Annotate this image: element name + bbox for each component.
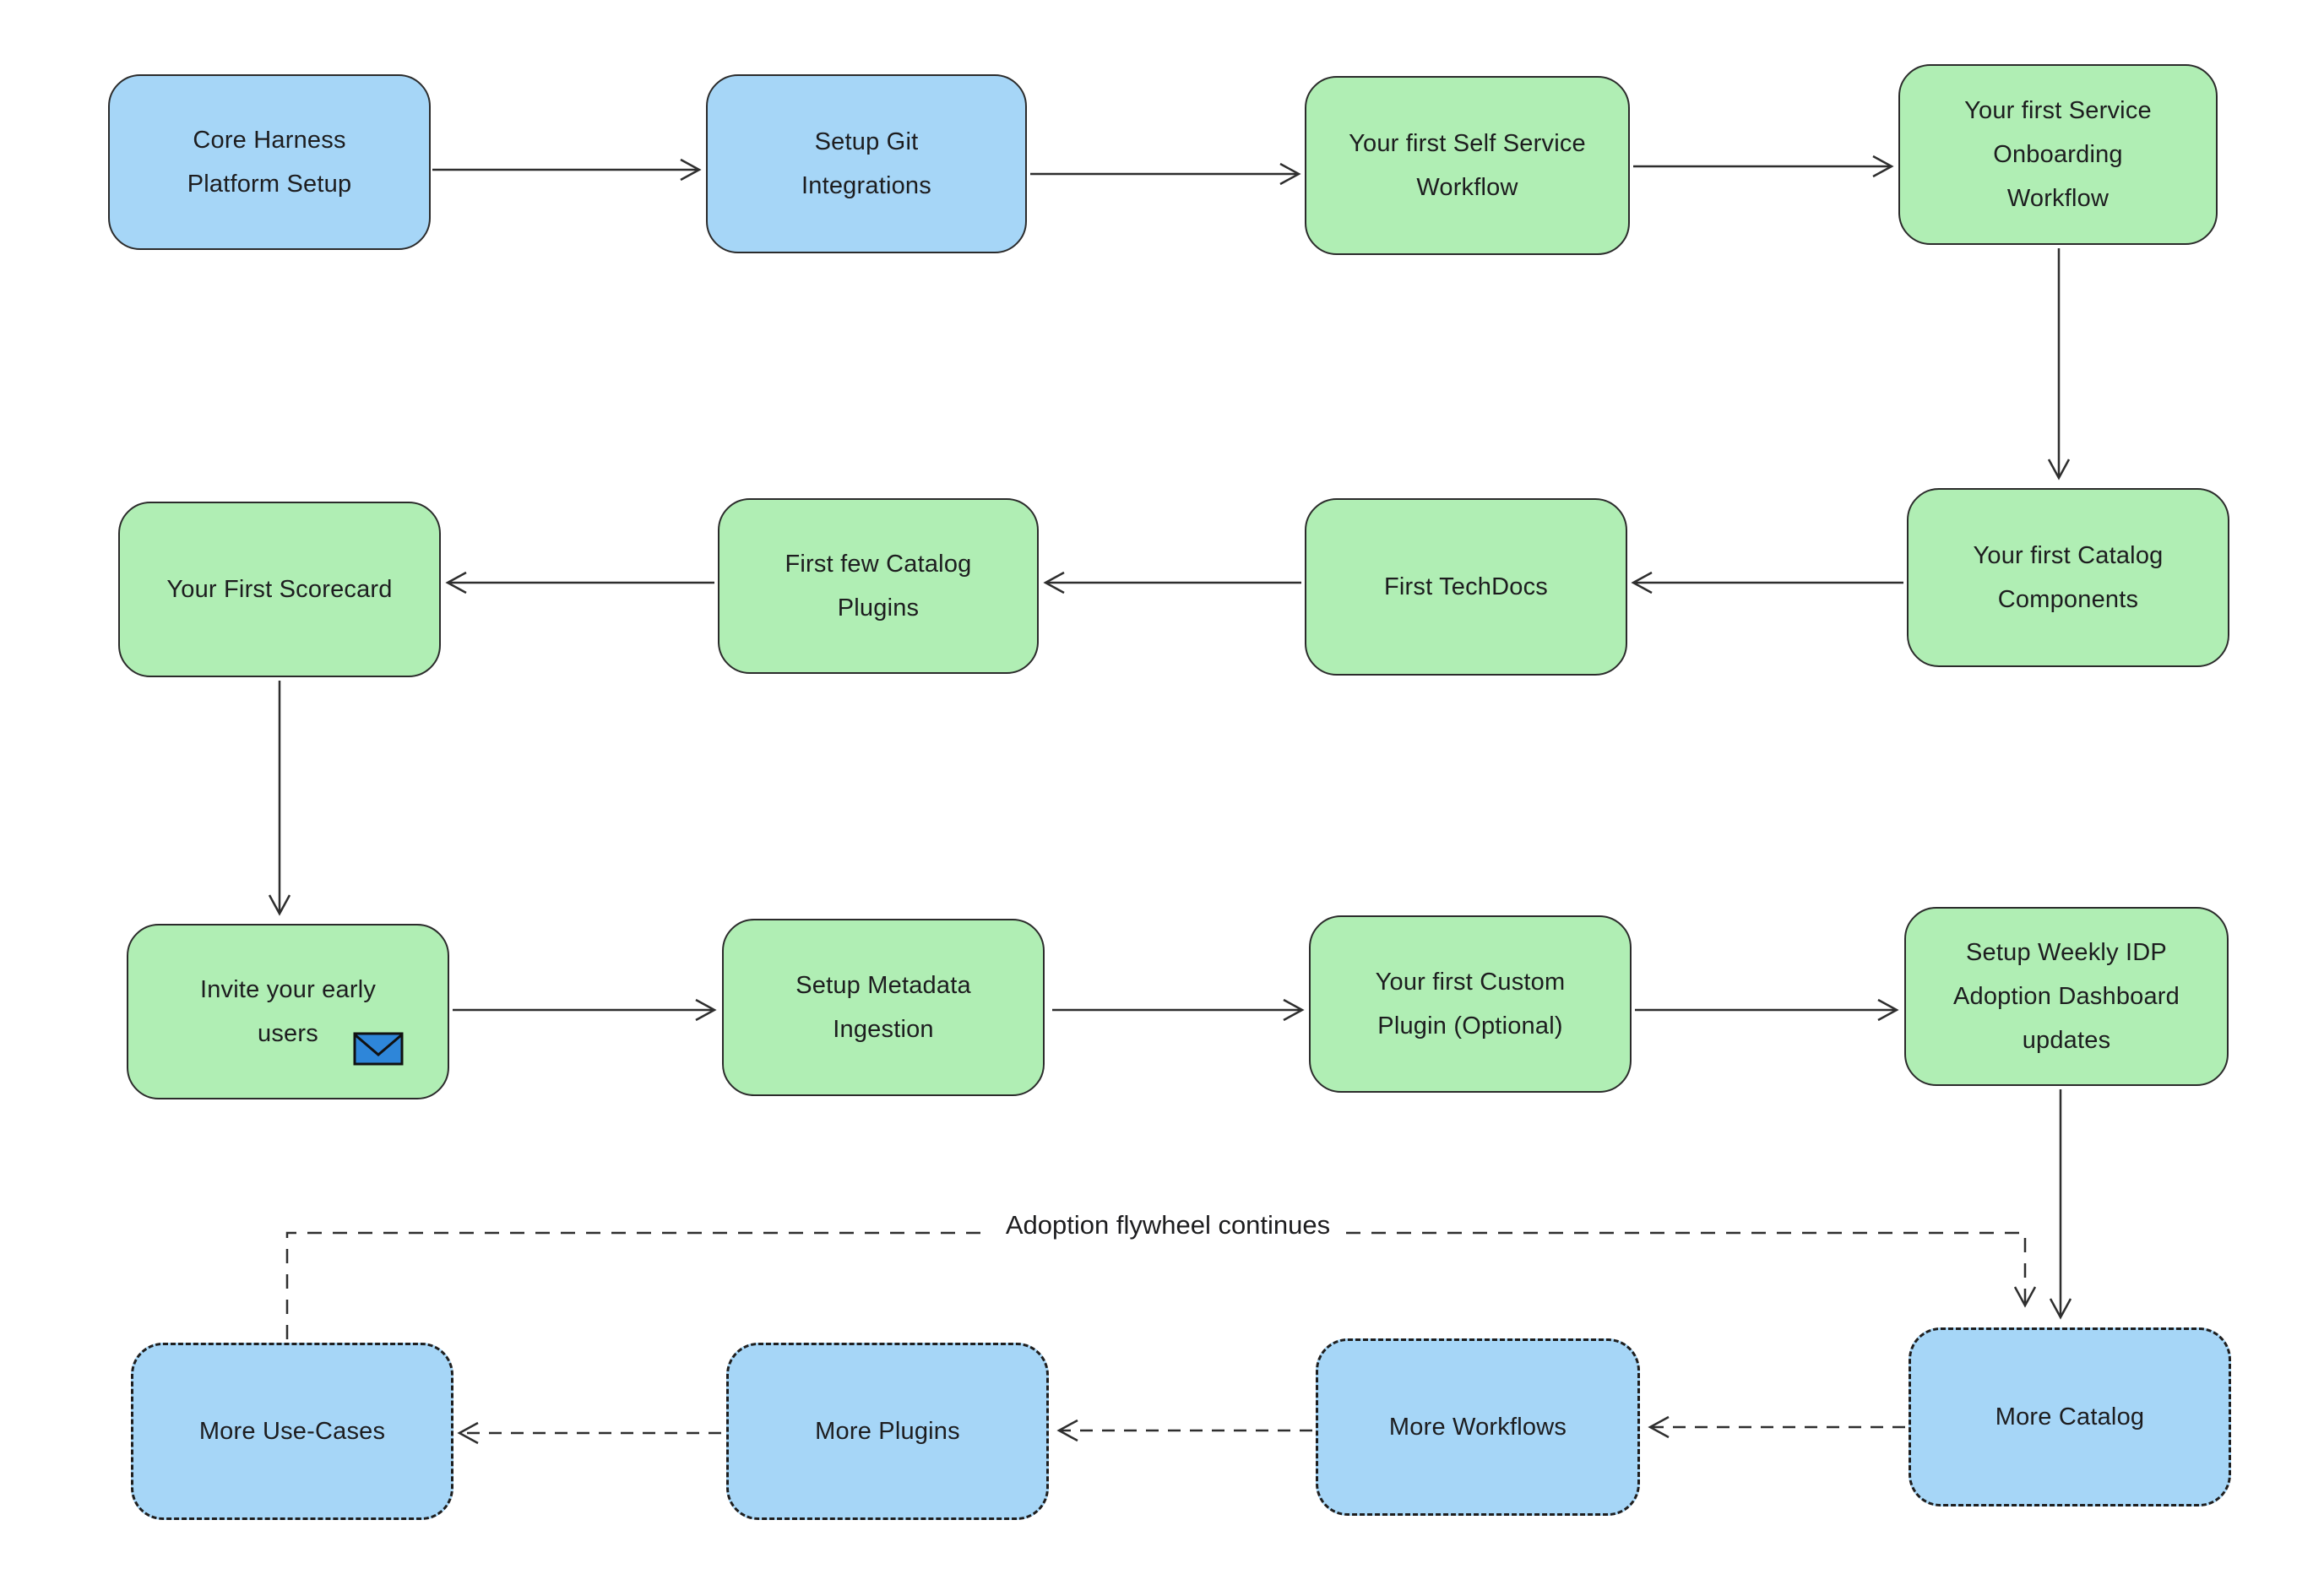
node-label: Your first Service Onboarding Workflow: [1964, 96, 2152, 213]
node-first-self-service-workflow: Your first Self Service Workflow: [1305, 76, 1630, 255]
node-label: Your first Custom Plugin (Optional): [1375, 968, 1566, 1040]
node-label: Setup Weekly IDP Adoption Dashboard upda…: [1952, 938, 2180, 1055]
node-more-plugins: More Plugins: [726, 1343, 1049, 1520]
node-label: Invite your early users: [199, 975, 377, 1047]
node-label: Your First Scorecard: [166, 575, 393, 603]
node-label: Setup Metadata Ingestion: [795, 971, 971, 1043]
node-label: More Workflows: [1388, 1413, 1567, 1441]
node-weekly-idp-adoption-dashboard: Setup Weekly IDP Adoption Dashboard upda…: [1904, 907, 2229, 1086]
node-core-harness-platform-setup: Core Harness Platform Setup: [108, 74, 431, 250]
node-more-catalog: More Catalog: [1909, 1327, 2231, 1506]
node-setup-git-integrations: Setup Git Integrations: [706, 74, 1027, 253]
node-first-service-onboarding-workflow: Your first Service Onboarding Workflow: [1898, 64, 2218, 245]
node-label: More Plugins: [815, 1417, 960, 1445]
node-label: More Catalog: [1995, 1403, 2145, 1430]
node-label: Setup Git Integrations: [801, 128, 931, 199]
node-more-workflows: More Workflows: [1316, 1338, 1640, 1516]
node-first-few-catalog-plugins: First few Catalog Plugins: [718, 498, 1039, 674]
node-label: First few Catalog Plugins: [785, 550, 972, 622]
node-label: Core Harness Platform Setup: [187, 126, 352, 198]
node-invite-early-users: Invite your early users: [127, 924, 449, 1099]
node-label: Your first Catalog Components: [1973, 541, 2164, 613]
node-first-techdocs: First TechDocs: [1305, 498, 1627, 676]
flywheel-label: Adoption flywheel continues: [990, 1210, 1346, 1240]
node-more-use-cases: More Use-Cases: [131, 1343, 453, 1520]
node-label: Your first Self Service Workflow: [1349, 129, 1586, 201]
node-first-scorecard: Your First Scorecard: [118, 502, 441, 677]
node-label: More Use-Cases: [198, 1417, 386, 1445]
node-label: First TechDocs: [1383, 573, 1549, 600]
node-setup-metadata-ingestion: Setup Metadata Ingestion: [722, 919, 1045, 1096]
envelope-icon: [353, 1032, 404, 1066]
node-first-catalog-components: Your first Catalog Components: [1907, 488, 2229, 667]
flywheel-dashed-path: [285, 1231, 2037, 1339]
node-first-custom-plugin: Your first Custom Plugin (Optional): [1309, 915, 1632, 1093]
